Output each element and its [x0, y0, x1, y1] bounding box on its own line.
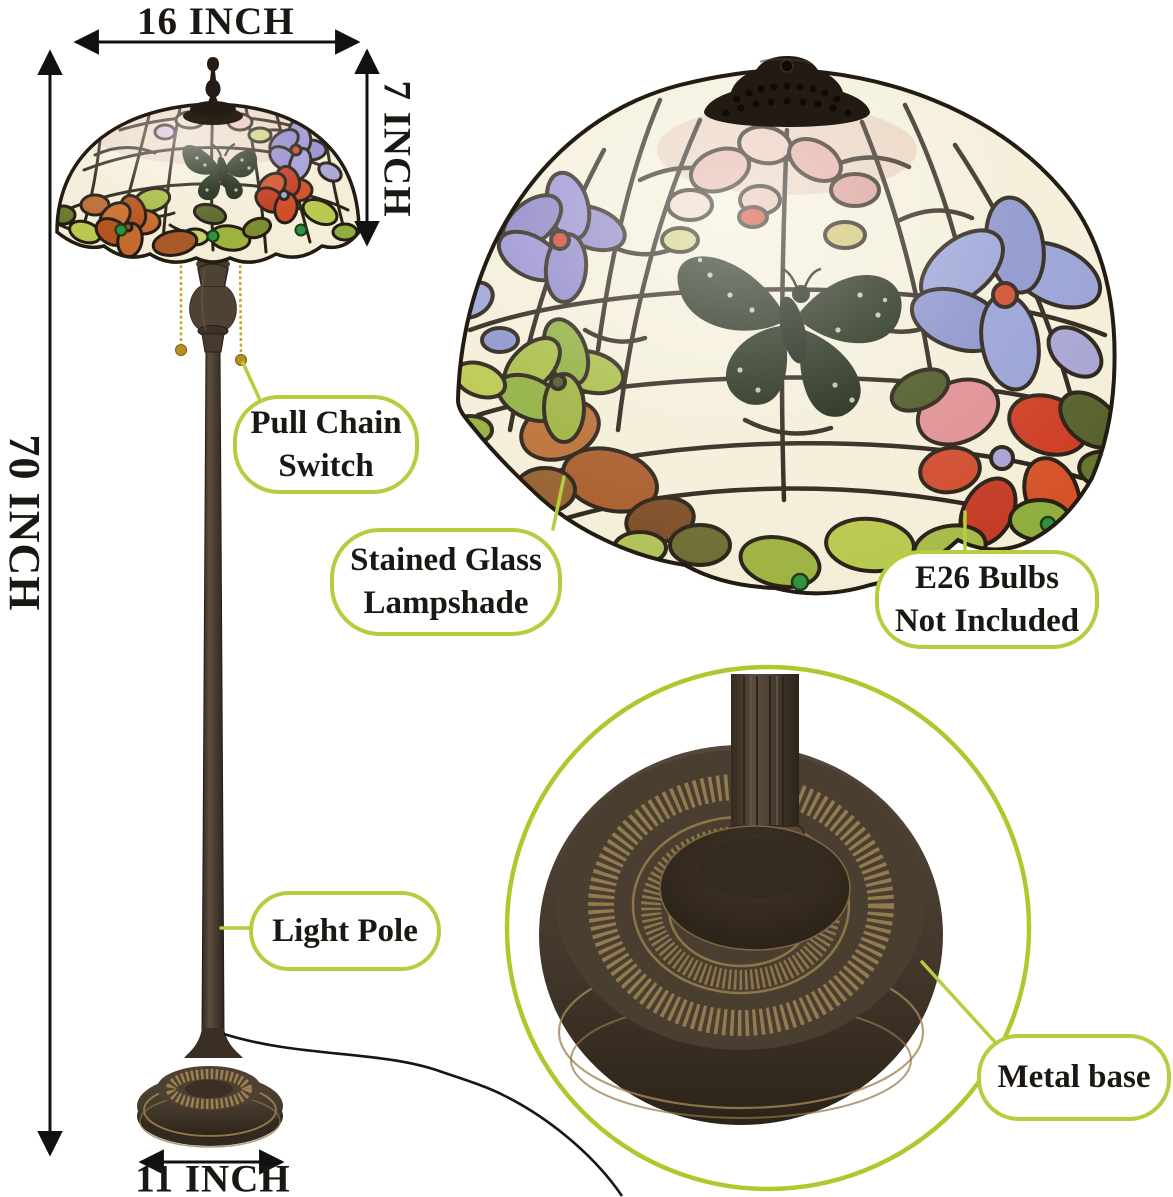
callout-light-pole: Light Pole	[249, 891, 441, 971]
closeup-pole	[725, 674, 805, 853]
closeup-hub	[659, 825, 851, 951]
callout-pointer-lines	[219, 361, 1006, 1054]
shade-top-cap	[704, 56, 870, 127]
socket-urn	[189, 257, 237, 353]
callout-e26-bulbs-label: E26 Bulbs Not Included	[894, 559, 1080, 639]
lamp-base	[137, 1028, 283, 1148]
callout-pull-chain-switch: Pull Chain Switch	[233, 395, 419, 494]
callout-stained-glass-lampshade: Stained Glass Lampshade	[330, 528, 562, 636]
metal-base-pointer	[920, 960, 1006, 1054]
callout-stained-glass-lampshade-label: Stained Glass Lampshade	[350, 542, 542, 621]
callout-metal-base: Metal base	[977, 1034, 1171, 1121]
base-width-label: 11 INCH	[135, 1157, 291, 1197]
floor-lamp-photo	[55, 57, 624, 1197]
stained-glass-pointer	[551, 475, 566, 531]
callout-e26-bulbs: E26 Bulbs Not Included	[875, 550, 1099, 649]
callout-light-pole-label: Light Pole	[272, 912, 418, 949]
dimension-arrows	[37, 29, 380, 1175]
base-closeup-photo	[504, 664, 1032, 1192]
lampshade-closeup-photo	[455, 56, 1117, 596]
callout-metal-base-label: Metal base	[997, 1059, 1151, 1096]
callout-pull-chain-switch-label: Pull Chain Switch	[250, 404, 402, 484]
lamp-height-label: 70 INCH	[0, 434, 49, 612]
shade-width-label: 16 INCH	[137, 0, 295, 43]
power-cord	[223, 1032, 624, 1197]
shade-height-label: 7 INCH	[375, 80, 419, 218]
pull-chain-pointer	[241, 361, 261, 400]
finial	[183, 57, 243, 125]
